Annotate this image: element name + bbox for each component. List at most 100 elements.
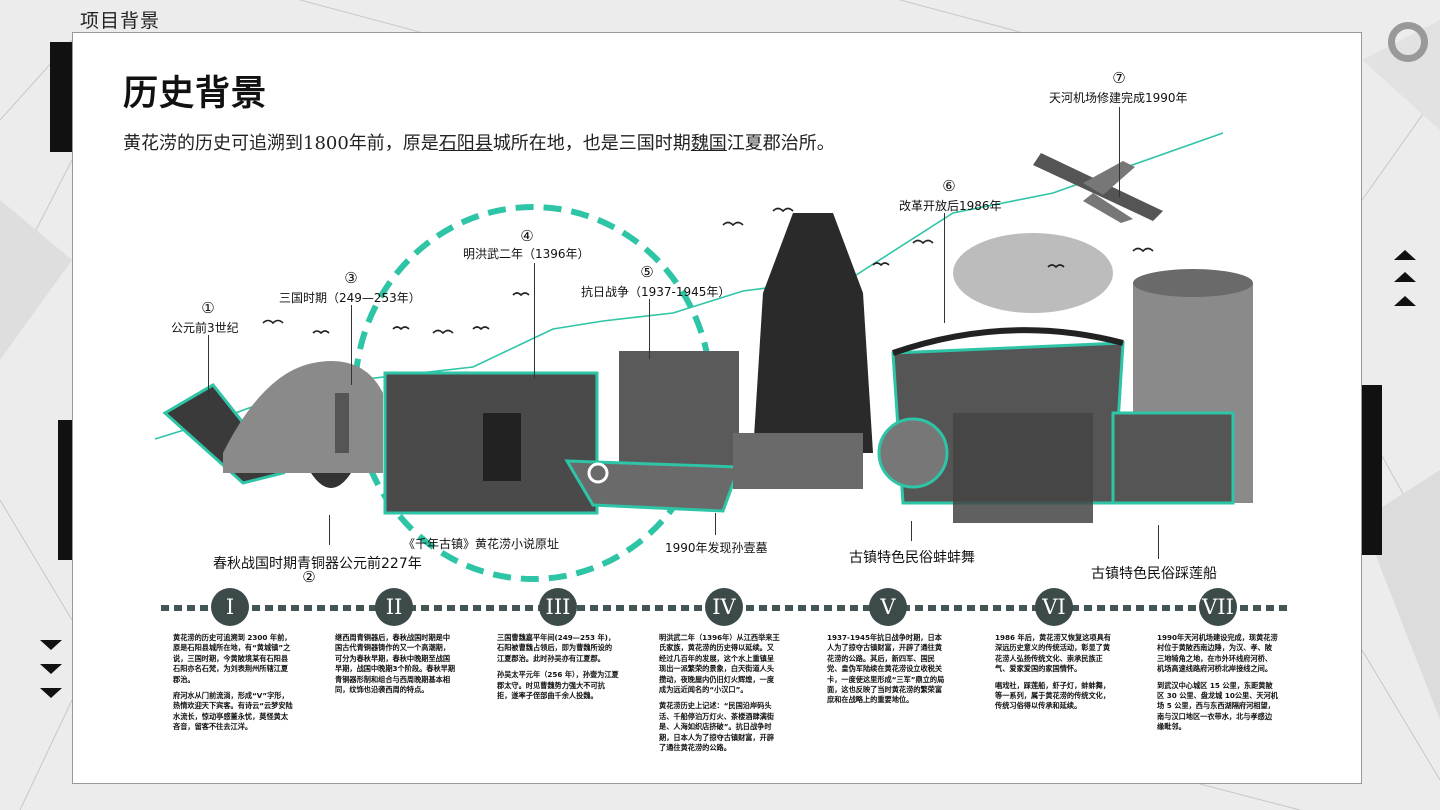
timeline-dot — [954, 605, 962, 611]
timeline-node-5[interactable]: V — [869, 588, 907, 626]
timeline-dot — [1006, 605, 1014, 611]
timeline-dot — [850, 605, 858, 611]
timeline-dot — [278, 605, 286, 611]
text-4-p2: 黄花涝历史上记述：“民国沿岸码头活、千船停泊万灯火、茶楼酒肆满街是、人海如织店挤… — [659, 701, 775, 753]
soldiers-image — [619, 351, 739, 471]
intro-link-shiyang[interactable]: 石阳县 — [438, 133, 493, 154]
marker-7-num: ⑦ — [1112, 69, 1126, 87]
intro-part-2: 城所在地，也是三国时期 — [492, 133, 691, 154]
marker-5-num: ⑤ — [640, 263, 654, 281]
text-3-p2: 孙吴太平元年（256 年），孙壹为江夏郡太守。时见曹魏势力强大不可抗拒，遂率子侄… — [497, 670, 619, 701]
page-heading: 历史背景 — [123, 74, 268, 114]
timeline-dot — [590, 605, 598, 611]
right-bar — [1362, 385, 1382, 555]
timeline-dot — [1266, 605, 1274, 611]
timeline-dot — [369, 605, 377, 611]
timeline-node-4[interactable]: IV — [705, 588, 743, 626]
timeline-node-1[interactable]: I — [211, 588, 249, 626]
timeline-dot — [1188, 605, 1196, 611]
timeline-node-2[interactable]: II — [375, 588, 413, 626]
marker-5-line — [649, 299, 650, 359]
timeline-dot — [915, 605, 923, 611]
timeline-dot — [447, 605, 455, 611]
marker-1-line — [208, 335, 209, 399]
timeline-dot — [187, 605, 195, 611]
content-card: 历史背景 黄花涝的历史可追溯到1800年前，原是石阳县城所在地，也是三国时期魏国… — [72, 32, 1362, 784]
timeline-dot — [798, 605, 806, 611]
timeline-dot — [993, 605, 1001, 611]
caption-dance-line — [911, 521, 912, 541]
timeline-dot — [967, 605, 975, 611]
pagoda-small — [335, 393, 349, 453]
intro-link-weiguo[interactable]: 魏国 — [690, 133, 727, 154]
marker-4-line — [534, 263, 535, 379]
cloud-image — [953, 233, 1113, 313]
timeline-dot — [824, 605, 832, 611]
timeline-dot — [863, 605, 871, 611]
timeline-dot — [486, 605, 494, 611]
marker-7-label: 天河机场修建完成1990年 — [1049, 91, 1188, 105]
timeline-dot — [317, 605, 325, 611]
timeline-dot — [772, 605, 780, 611]
timeline-text-6: 1986 年后，黄花涝又恢复这项具有深远历史意义的传统活动，彰显了黄花涝人弘扬传… — [995, 633, 1117, 718]
caption-tomb: 1990年发现孙壹墓 — [665, 541, 768, 555]
timeline-dot — [356, 605, 364, 611]
text-6-p2: 唱戏社，踩莲船，虾子灯，蚌蚌舞，等一系列，属于黄花涝的传统文化，传统习俗得以传承… — [995, 680, 1111, 711]
intro-part-3: 江夏郡治所。 — [726, 133, 835, 154]
timeline-dot — [629, 605, 637, 611]
marker-6-line — [944, 213, 945, 323]
timeline-dot — [1253, 605, 1261, 611]
big-pagoda-image — [753, 213, 873, 453]
marker-3-line — [351, 305, 352, 385]
marker-6-label: 改革开放后1986年 — [899, 199, 1002, 213]
left-bar-top — [50, 42, 72, 152]
text-2-p1: 继西周青铜器后，春秋战国时期是中国古代青铜器铸作的又一个高潮期，可分为春秋早期，… — [335, 633, 456, 695]
timeline-dot — [434, 605, 442, 611]
timeline-dot — [1175, 605, 1183, 611]
dragon-dance-image — [953, 413, 1093, 523]
left-bar-mid — [58, 420, 72, 560]
timeline-dot — [1279, 605, 1287, 611]
timeline-node-7[interactable]: VII — [1199, 588, 1237, 626]
timeline-dot — [473, 605, 481, 611]
timeline-dot — [1097, 605, 1105, 611]
timeline-node-3[interactable]: III — [539, 588, 577, 626]
timeline-dot — [785, 605, 793, 611]
timeline-dot — [837, 605, 845, 611]
marker-2-label: 春秋战国时期青铜器公元前227年 — [213, 556, 422, 572]
caption-tomb-line — [715, 513, 716, 535]
timeline-text-1: 黄花涝的历史可追溯到 2300 年前，原是石阳县城所在地，有“黄城镇”之说，三国… — [173, 633, 295, 739]
timeline-dot — [525, 605, 533, 611]
dancer-image — [877, 417, 949, 489]
marker-3-num: ③ — [344, 269, 358, 287]
intro-text: 黄花涝的历史可追溯到1800年前，原是石阳县城所在地，也是三国时期魏国江夏郡治所… — [123, 129, 835, 155]
timeline-dot — [1123, 605, 1131, 611]
lotus-boat-image — [1111, 411, 1235, 505]
timeline-dot — [616, 605, 624, 611]
intro-part-1: 黄花涝的历史可追溯到1800年前，原是 — [123, 133, 439, 154]
history-collage — [154, 132, 1253, 582]
timeline-dot — [1149, 605, 1157, 611]
text-3-p1: 三国曹魏嘉平年间(249—253 年)，石阳被曹魏占领后，即为曹魏所设的江夏郡治… — [497, 633, 616, 663]
marker-3-label: 三国时期（249—253年） — [279, 291, 421, 305]
timeline-dot — [1084, 605, 1092, 611]
timeline-dot — [577, 605, 585, 611]
timeline-dot — [694, 605, 702, 611]
timeline-text-4: 明洪武二年（1396年）从江西举来王氏家族，黄花涝的历史得以延续。又经过几百年的… — [659, 633, 781, 759]
caption-dance: 古镇特色民俗蚌蚌舞 — [849, 550, 975, 566]
marker-5-label: 抗日战争（1937-1945年） — [581, 285, 731, 299]
timeline-dot — [928, 605, 936, 611]
caption-novel: 《千年古镇》黄花涝小说原址 — [403, 537, 560, 551]
timeline-dot — [1071, 605, 1079, 611]
timeline-dot — [200, 605, 208, 611]
timeline-text-3: 三国曹魏嘉平年间(249—253 年)，石阳被曹魏占领后，即为曹魏所设的江夏郡治… — [497, 633, 619, 707]
timeline-dot — [343, 605, 351, 611]
timeline-dot — [512, 605, 520, 611]
marker-1-label: 公元前3世纪 — [171, 321, 239, 335]
right-triangle-1 — [1394, 250, 1416, 260]
airplane-image — [1033, 153, 1163, 223]
timeline-dot — [642, 605, 650, 611]
timeline-dot — [811, 605, 819, 611]
text-5-p1: 1937-1945年抗日战争时期，日本人为了掠夺古镇财富，开辟了通往黄花涝的公路… — [827, 633, 945, 705]
timeline-node-6[interactable]: VI — [1035, 588, 1073, 626]
